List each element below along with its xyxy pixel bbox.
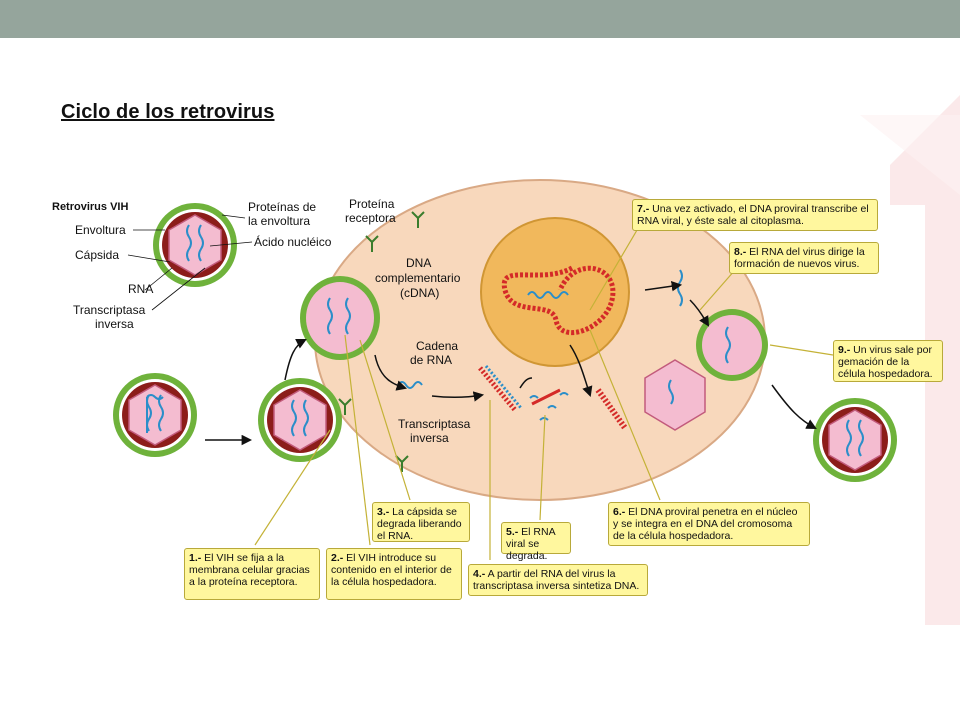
legend-transcriptasa-2: inversa: [95, 317, 134, 331]
integrated-rna: [527, 291, 569, 299]
legend-envoltura: Envoltura: [75, 223, 126, 237]
legend-proteinas-1: Proteínas de: [248, 200, 316, 214]
label-trans-2: inversa: [410, 431, 449, 445]
label-cadena-1: Cadena: [416, 339, 458, 353]
flow-arrows: [205, 280, 817, 446]
degrading-rna: [529, 388, 569, 421]
label-cadena-2: de RNA: [410, 353, 452, 367]
membrane-receptors: [338, 211, 425, 472]
label-dna-1: DNA: [406, 256, 431, 270]
label-dna-3: (cDNA): [400, 286, 439, 300]
callout-lines: [254, 224, 834, 560]
legend-acido: Ácido nucléico: [254, 234, 332, 249]
legend-heading: Retrovirus VIH: [52, 201, 128, 213]
label-trans-1: Transcriptasa: [398, 417, 471, 431]
label-dna-2: complementario: [375, 271, 461, 285]
legend-transcriptasa-1: Transcriptasa: [73, 303, 146, 317]
step-3-callout: 3.- La cápsida se degrada liberando el R…: [372, 502, 470, 542]
legend-leaders: [127, 214, 253, 311]
step-7-callout: 7.- Una vez activado, el DNA proviral tr…: [632, 199, 878, 231]
step-2-callout: 2.- El VIH introduce su contenido en el …: [326, 548, 462, 600]
fusing-virus: [300, 276, 380, 360]
chromosome-dna: [501, 265, 616, 336]
legend-rna: RNA: [128, 282, 153, 296]
free-virus: [113, 373, 197, 457]
attaching-virus: [258, 378, 342, 462]
assembling-capsid: [644, 359, 706, 431]
step-8-callout: 8.- El RNA del virus dirige la formación…: [729, 242, 879, 274]
label-proteina-2: receptora: [345, 211, 396, 225]
legend-capsida: Cápsida: [75, 248, 119, 262]
legend-virus: [153, 203, 237, 287]
step-5-callout: 5.- El RNA viral se degrada.: [501, 522, 571, 562]
legend-proteinas-2: la envoltura: [248, 214, 310, 228]
budding-virus: [696, 309, 768, 381]
step-9-callout: 9.- Un virus sale por gemación de la cél…: [833, 340, 943, 382]
page-title: Ciclo de los retrovirus: [61, 101, 275, 123]
label-proteina-1: Proteína: [349, 197, 395, 211]
step-6-callout: 6.- El DNA proviral penetra en el núcleo…: [608, 502, 810, 546]
step-4-callout: 4.- A partir del RNA del virus la transc…: [468, 564, 648, 596]
released-virus: [813, 398, 897, 482]
top-bar: [0, 0, 960, 38]
step-1-callout: 1.- El VIH se fija a la membrana celular…: [184, 548, 320, 600]
cdna-strand: [478, 365, 523, 412]
